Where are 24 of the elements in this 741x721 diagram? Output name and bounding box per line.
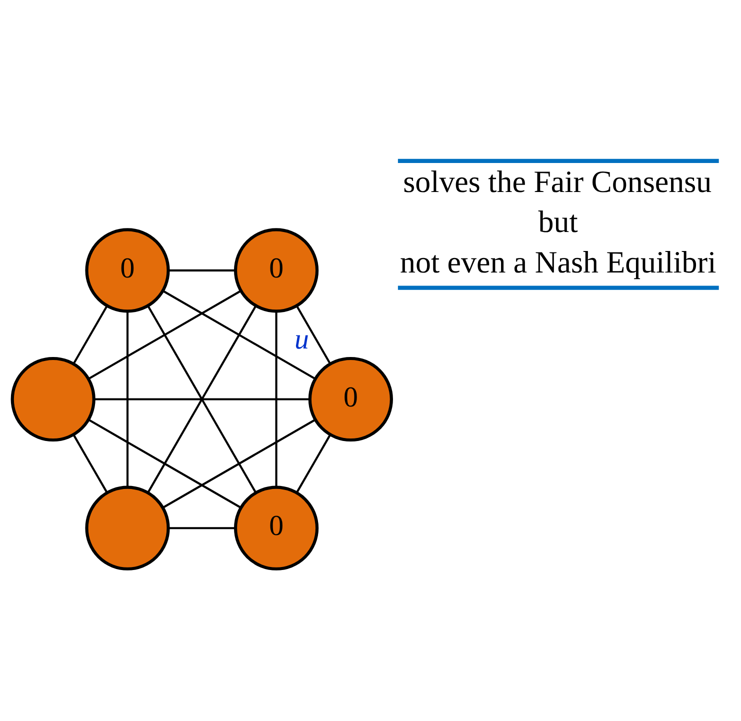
connector [88, 290, 242, 380]
connector [296, 434, 332, 494]
connector [72, 305, 108, 364]
connector [126, 311, 129, 488]
connector [162, 418, 316, 508]
node-circle: 0 [85, 228, 170, 313]
connector [296, 305, 332, 364]
node-label: u [294, 324, 309, 356]
connector [168, 269, 236, 272]
node-circle: 0 [234, 486, 319, 570]
connector [72, 434, 108, 494]
connector [162, 290, 316, 380]
connector [147, 306, 257, 494]
label: not even a Nash Equilibri [400, 244, 716, 280]
connector [94, 398, 310, 400]
connector [275, 311, 278, 488]
node-circle [10, 356, 96, 442]
connector [88, 418, 242, 509]
label: but [538, 204, 578, 240]
node-circle: 0 [234, 228, 319, 313]
label: solves the Fair Consensu [403, 164, 712, 199]
connector [168, 527, 236, 530]
node-circle [85, 486, 170, 570]
node-circle: 0 [308, 356, 393, 442]
